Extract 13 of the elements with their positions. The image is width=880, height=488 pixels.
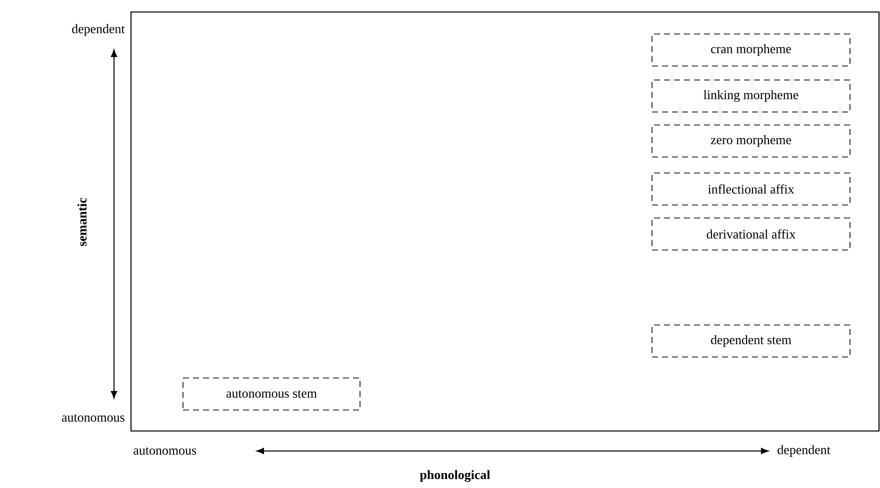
dashed-box: derivational affix (652, 218, 850, 250)
dashed-box: linking morpheme (652, 80, 850, 112)
axis-label: autonomous (62, 414, 124, 422)
dashed-box: cran morpheme (652, 34, 850, 66)
dashed-box: zero morpheme (652, 124, 850, 158)
axis-label: dependent (778, 445, 830, 457)
dashed-box: dependent stem (652, 324, 850, 358)
axis-label: phonological (420, 470, 490, 482)
dashed-box: autonomous stem (182, 378, 360, 410)
axis-label: semantic (77, 198, 87, 246)
axis-label: dependent (72, 24, 125, 36)
axis-label: autonomous (134, 447, 196, 455)
dashed-box: inflectional affix (652, 172, 850, 206)
